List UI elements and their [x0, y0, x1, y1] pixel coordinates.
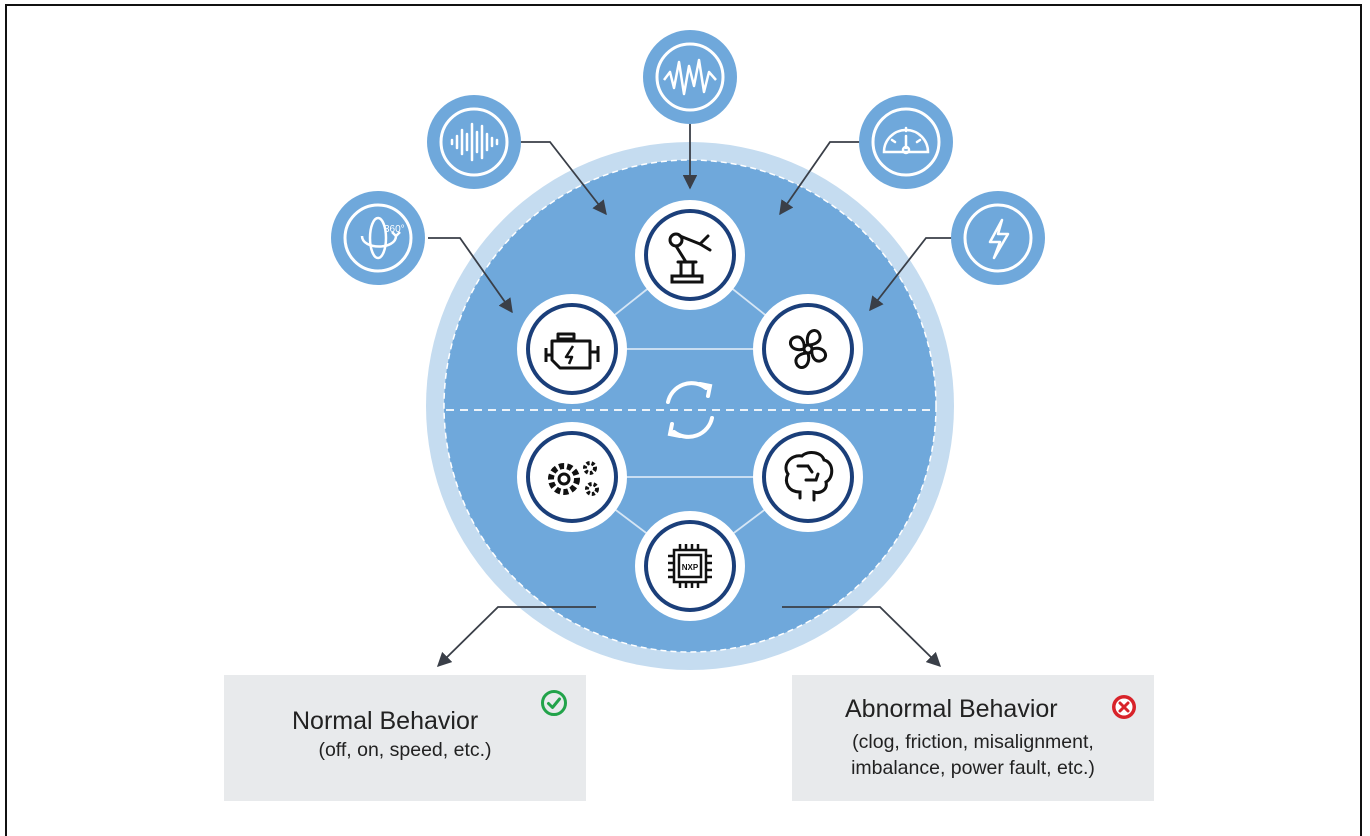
normal-behavior-box: Normal Behavior (off, on, speed, etc.)	[224, 675, 586, 801]
sensor-arrows	[428, 122, 954, 314]
abnormal-examples-line-2: imbalance, power fault, etc.)	[851, 757, 1095, 779]
abnormal-behavior-title: Abnormal Behavior	[845, 695, 1058, 723]
fan-icon	[788, 329, 828, 369]
rotation-360-icon: 360°	[360, 216, 405, 260]
normal-behavior-title: Normal Behavior	[292, 707, 479, 735]
engine-icon	[544, 332, 600, 370]
gears-icon	[548, 461, 599, 496]
abnormal-behavior-examples: (clog, friction, misalignment, imbalance…	[792, 729, 1154, 781]
robot-arm-icon	[668, 232, 712, 284]
vibration-signal-icon	[663, 58, 717, 96]
machine-node-ai-brain	[753, 422, 863, 532]
microcontroller-chip-icon	[668, 544, 712, 588]
refresh-cycle-icon	[666, 381, 714, 439]
machine-node-engine	[517, 294, 627, 404]
audio-waveform-icon	[450, 122, 499, 162]
x-circle-icon	[1112, 695, 1136, 719]
normal-behavior-examples: (off, on, speed, etc.)	[318, 739, 492, 761]
outcome-arrows	[436, 606, 942, 668]
speedometer-icon	[882, 126, 930, 155]
sensor-power-bolt	[951, 191, 1045, 285]
machine-node-robot-arm	[635, 200, 745, 310]
sensor-rotation-360: 360°	[331, 191, 425, 285]
abnormal-examples-line-1: (clog, friction, misalignment,	[852, 731, 1094, 753]
machine-node-gears	[517, 422, 627, 532]
abnormal-behavior-box: Abnormal Behavior (clog, friction, misal…	[792, 675, 1154, 801]
ai-brain-icon	[784, 451, 834, 502]
machine-node-microcontroller: NXP	[635, 511, 745, 621]
chip-label: NXP	[682, 563, 699, 572]
sensor-vibration-signal	[643, 30, 737, 124]
power-bolt-icon	[988, 218, 1010, 260]
machine-node-fan	[753, 294, 863, 404]
check-circle-icon	[541, 690, 567, 716]
svg-text:360°: 360°	[384, 224, 405, 235]
sensor-audio-waveform	[427, 95, 521, 189]
sensor-speedometer	[859, 95, 953, 189]
